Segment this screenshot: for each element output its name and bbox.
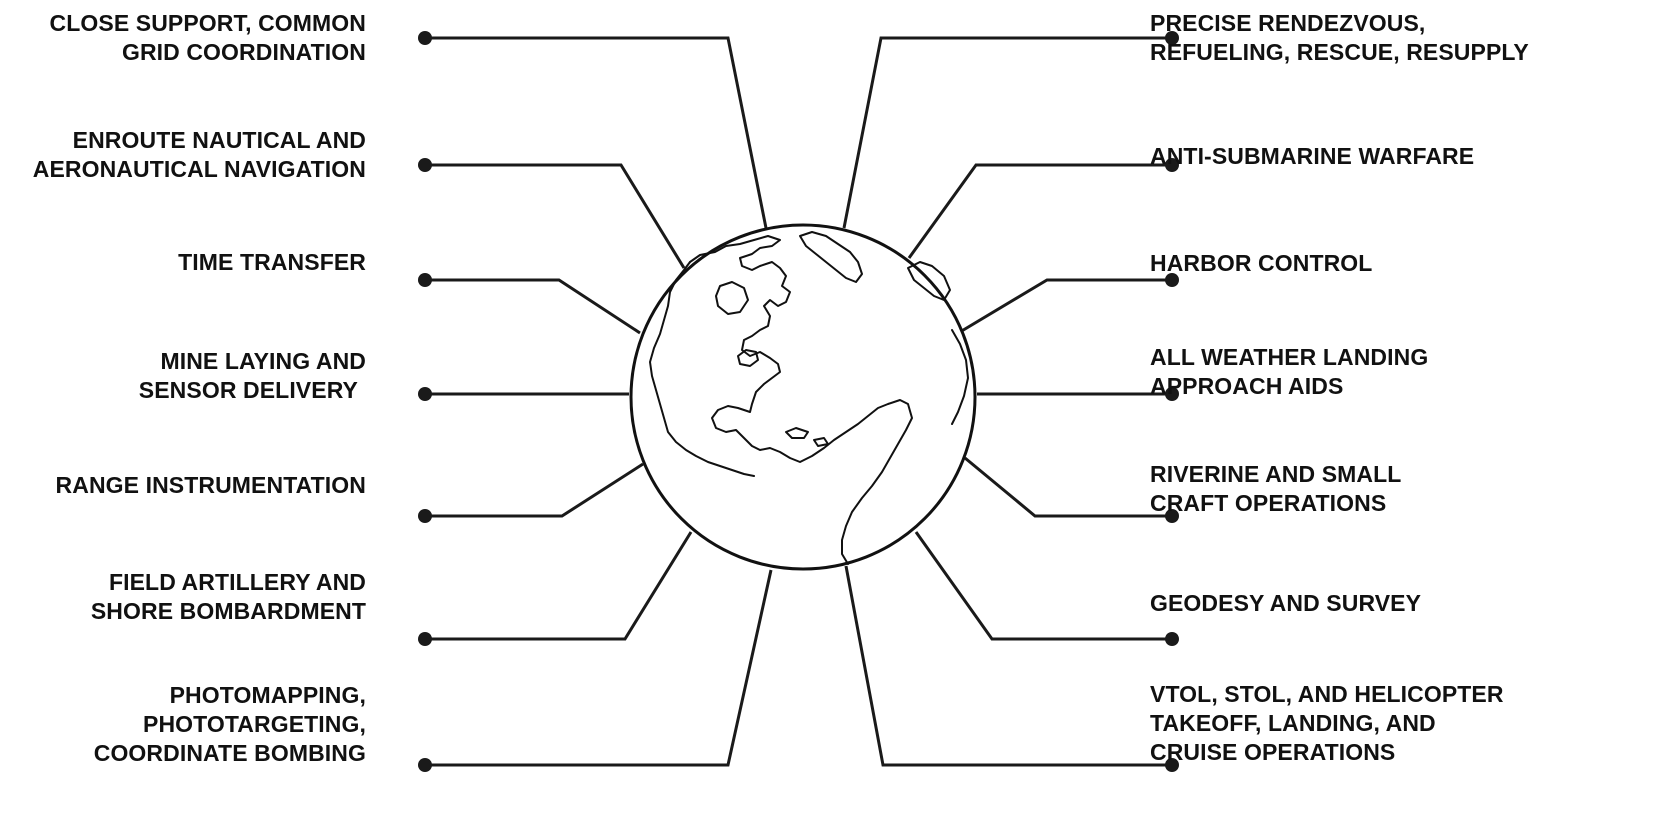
leader-vtol xyxy=(846,566,1179,772)
leader-geodesy xyxy=(916,532,1179,646)
label-line: ANTI-SUBMARINE WARFARE xyxy=(1150,142,1474,171)
leader-antisub xyxy=(909,158,1179,258)
label-enroute-navigation: ENROUTE NAUTICAL AND AERONAUTICAL NAVIGA… xyxy=(33,126,366,184)
label-line: COORDINATE BOMBING xyxy=(94,739,366,768)
label-line: ENROUTE NAUTICAL AND xyxy=(33,126,366,155)
label-line: GEODESY AND SURVEY xyxy=(1150,589,1421,618)
label-line: PRECISE RENDEZVOUS, xyxy=(1150,9,1529,38)
label-line: HARBOR CONTROL xyxy=(1150,249,1372,278)
leader-enroute xyxy=(418,158,684,268)
label-all-weather-landing: ALL WEATHER LANDING APPROACH AIDS xyxy=(1150,343,1428,401)
label-line: TIME TRANSFER xyxy=(178,248,366,277)
label-line: RIVERINE AND SMALL xyxy=(1150,460,1401,489)
label-harbor-control: HARBOR CONTROL xyxy=(1150,249,1372,278)
leader-range xyxy=(418,464,643,523)
label-line: SHORE BOMBARDMENT xyxy=(91,597,366,626)
label-line: PHOTOTARGETING, xyxy=(94,710,366,739)
label-line: CLOSE SUPPORT, COMMON xyxy=(50,9,366,38)
label-line: GRID COORDINATION xyxy=(50,38,366,67)
label-line: CRAFT OPERATIONS xyxy=(1150,489,1401,518)
label-geodesy: GEODESY AND SURVEY xyxy=(1150,589,1421,618)
label-line: MINE LAYING AND xyxy=(139,347,366,376)
label-photomapping: PHOTOMAPPING, PHOTOTARGETING, COORDINATE… xyxy=(94,681,366,768)
leader-harbor xyxy=(960,273,1179,332)
label-mine-laying: MINE LAYING AND SENSOR DELIVERY xyxy=(139,347,366,405)
label-line: APPROACH AIDS xyxy=(1150,372,1428,401)
leader-time-transfer xyxy=(418,273,640,333)
label-line: VTOL, STOL, AND HELICOPTER xyxy=(1150,680,1504,709)
leader-mine-laying xyxy=(418,387,629,401)
label-anti-submarine: ANTI-SUBMARINE WARFARE xyxy=(1150,142,1474,171)
label-line: PHOTOMAPPING, xyxy=(94,681,366,710)
label-line: ALL WEATHER LANDING xyxy=(1150,343,1428,372)
label-close-support: CLOSE SUPPORT, COMMON GRID COORDINATION xyxy=(50,9,366,67)
globe-americas-icon xyxy=(631,225,975,569)
leader-close-support xyxy=(418,31,766,228)
leader-all-weather xyxy=(977,387,1179,401)
label-field-artillery: FIELD ARTILLERY AND SHORE BOMBARDMENT xyxy=(91,568,366,626)
leader-photomapping xyxy=(418,570,771,772)
label-line: TAKEOFF, LANDING, AND xyxy=(1150,709,1504,738)
label-rendezvous: PRECISE RENDEZVOUS, REFUELING, RESCUE, R… xyxy=(1150,9,1529,67)
leader-field-artillery xyxy=(418,532,691,646)
label-time-transfer: TIME TRANSFER xyxy=(178,248,366,277)
label-riverine: RIVERINE AND SMALL CRAFT OPERATIONS xyxy=(1150,460,1401,518)
label-line: FIELD ARTILLERY AND xyxy=(91,568,366,597)
label-line: SENSOR DELIVERY xyxy=(139,376,366,405)
label-line: AERONAUTICAL NAVIGATION xyxy=(33,155,366,184)
label-line: CRUISE OPERATIONS xyxy=(1150,738,1504,767)
label-line: RANGE INSTRUMENTATION xyxy=(56,471,366,500)
label-line: REFUELING, RESCUE, RESUPPLY xyxy=(1150,38,1529,67)
leader-riverine xyxy=(965,458,1179,523)
leader-rendezvous xyxy=(844,31,1179,228)
label-range-instrumentation: RANGE INSTRUMENTATION xyxy=(56,471,366,500)
label-vtol: VTOL, STOL, AND HELICOPTER TAKEOFF, LAND… xyxy=(1150,680,1504,767)
